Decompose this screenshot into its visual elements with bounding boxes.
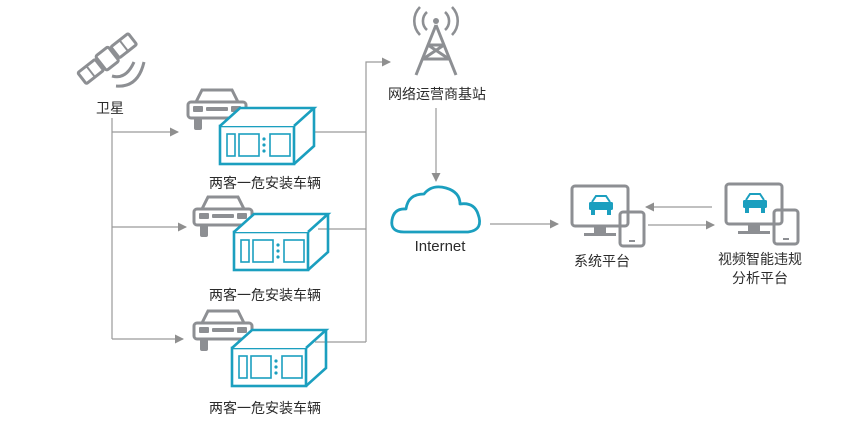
car-icon <box>743 193 767 213</box>
dvr-device-icon <box>218 106 318 166</box>
tablet-icon <box>618 210 646 248</box>
connectors <box>111 57 715 344</box>
analysis-platform-label-line1: 视频智能违规 <box>718 252 802 268</box>
car-icon <box>589 195 613 215</box>
vehicle-1-label: 两客一危安装车辆 <box>209 176 321 192</box>
cloud-icon <box>390 185 482 234</box>
uplink-bus-to-base-station-arrow <box>365 57 391 342</box>
system-platform-label: 系统平台 <box>574 254 630 270</box>
dvr-device-icon <box>232 212 332 272</box>
vehicle-3-label: 两客一危安装车辆 <box>209 401 321 417</box>
monitor-icon <box>724 182 784 234</box>
internet-label: Internet <box>414 238 466 255</box>
tablet-icon <box>772 208 800 246</box>
dvr-device-icon <box>230 328 330 388</box>
monitor-icon <box>570 184 630 236</box>
analysis-platform-label-line2: 分析平台 <box>732 271 788 287</box>
cell-tower-icon <box>413 6 459 76</box>
base-station-label: 网络运营商基站 <box>388 87 486 103</box>
vehicle-2-label: 两客一危安装车辆 <box>209 288 321 304</box>
satellite-icon <box>76 32 146 88</box>
satellite-label: 卫星 <box>96 101 124 117</box>
